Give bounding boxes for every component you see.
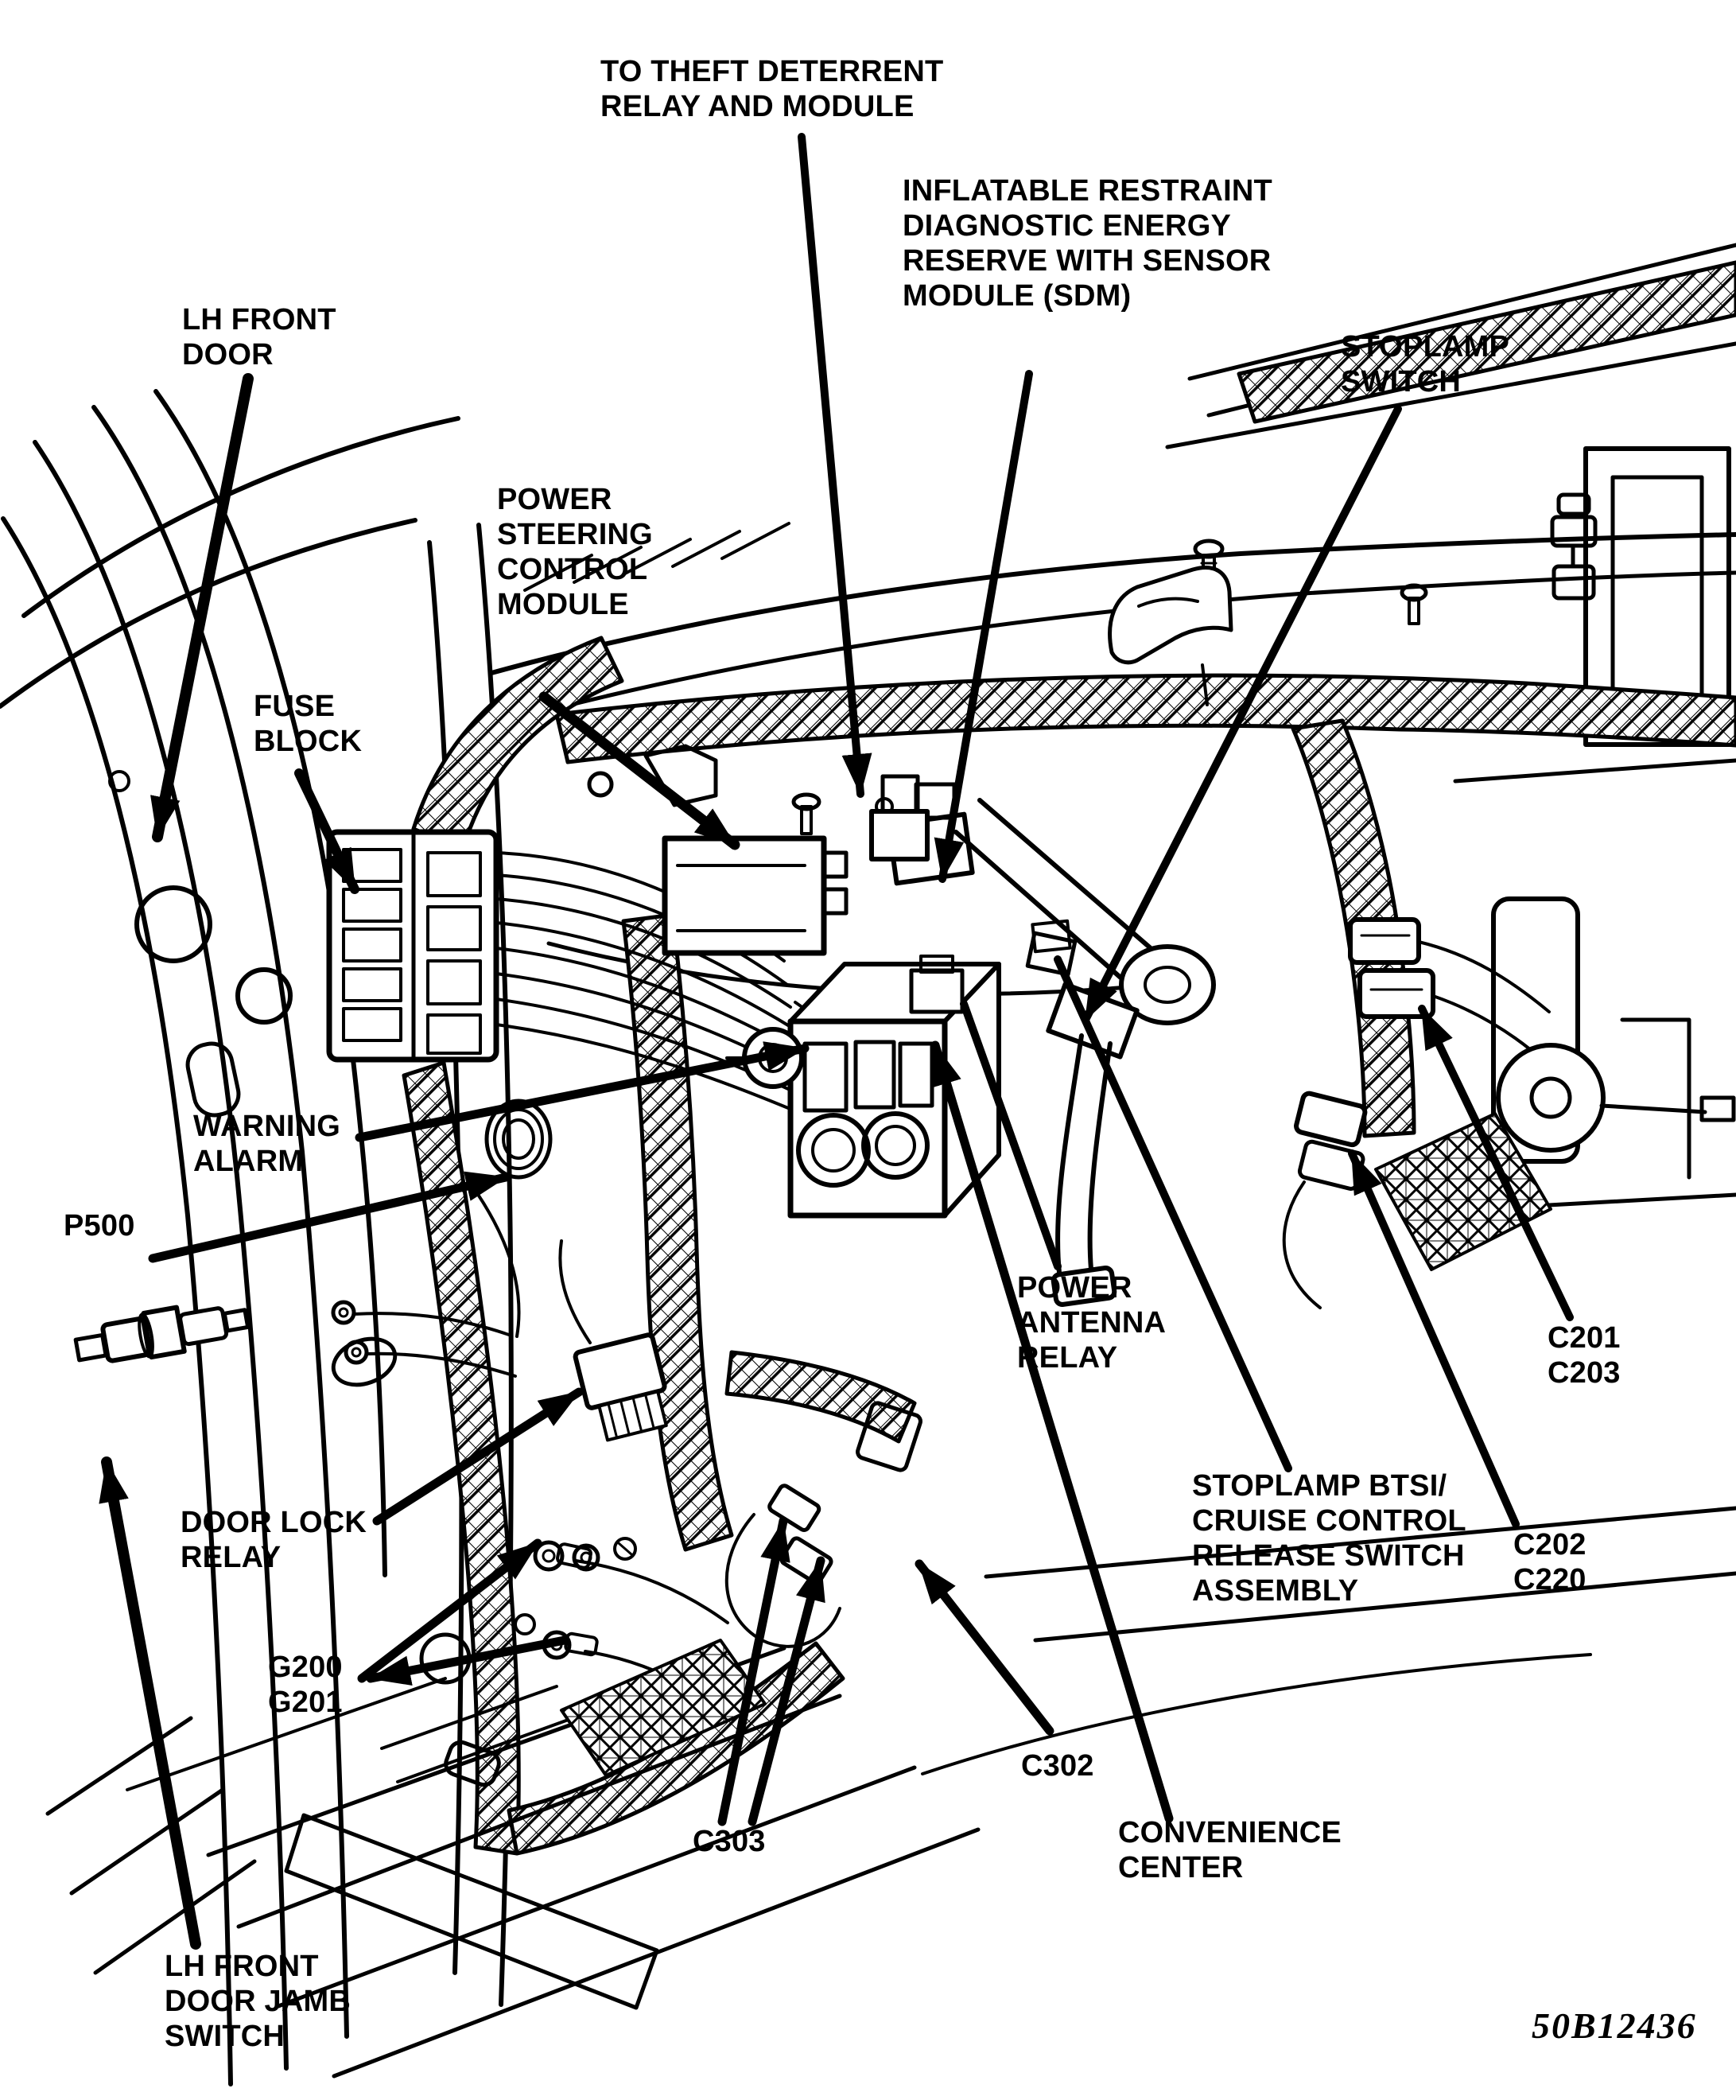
floor-sill-drawing (126, 1639, 981, 2079)
label-door-jamb-switch: LH FRONT DOOR JAMB SWITCH (165, 1950, 351, 2053)
ground-terminals-drawing (514, 1537, 729, 1705)
theft-deterrent-arrow (798, 133, 872, 798)
sdm-arrow (934, 370, 1033, 883)
power-antenna-relay-drawing (909, 955, 965, 1014)
label-lh-front-door: LH FRONT DOOR (182, 303, 336, 371)
label-door-lock-relay: DOOR LOCK RELAY (181, 1506, 367, 1574)
label-g200-g201: G200 G201 (268, 1651, 343, 1719)
g200-g201-arrow-2 (366, 1635, 569, 1686)
label-sdm: INFLATABLE RESTRAINT DIAGNOSTIC ENERGY R… (903, 174, 1272, 313)
door-jamb-switch-arrow (99, 1456, 201, 1950)
power-antenna-relay-leader (960, 1000, 1062, 1270)
label-stoplamp-btsi: STOPLAMP BTSI/ CRUISE CONTROL RELEASE SW… (1192, 1469, 1466, 1608)
door-pigtail-wires-drawing (331, 1300, 517, 1378)
label-fuse-block: FUSE BLOCK (254, 690, 363, 758)
door-lock-relay-arrow (372, 1387, 584, 1526)
convenience-center-arrow (930, 1040, 1174, 1823)
g200-g201-arrow-1 (357, 1538, 542, 1683)
c202-c220-connectors-drawing (1282, 1091, 1552, 1309)
lh-front-door-arrow (150, 373, 254, 842)
power-steering-arrow (538, 691, 740, 850)
c302-arrow (915, 1559, 1054, 1736)
horn-drawing (1496, 1017, 1736, 1180)
screw-icons (1193, 492, 1598, 625)
c303-arrow-2 (748, 1556, 825, 1826)
label-stoplamp-switch: STOPLAMP SWITCH (1341, 330, 1510, 399)
cowl-drawing (1165, 243, 1736, 449)
label-c302: C302 (1021, 1749, 1094, 1783)
label-c303: C303 (693, 1825, 766, 1858)
harness-clip-drawing (1108, 566, 1233, 706)
warning-alarm-arrow (355, 1041, 810, 1142)
figure-number: 50B12436 (1532, 2005, 1697, 2046)
door-lock-relay-drawing (558, 1239, 668, 1442)
label-p500: P500 (64, 1209, 135, 1242)
label-convenience-center: CONVENIENCE CENTER (1118, 1816, 1342, 1884)
label-c201-c203: C201 C203 (1548, 1321, 1621, 1390)
door-jamb-switch-drawing (73, 1305, 250, 1363)
theft-deterrent-connector-drawing (791, 774, 930, 861)
c303-arrow-1 (717, 1516, 790, 1826)
convenience-center-drawing (787, 962, 1001, 1219)
label-c202-c220: C202 C220 (1513, 1528, 1586, 1596)
p500-arrow (148, 1171, 511, 1263)
c201-c203-arrow (1418, 1005, 1574, 1321)
stoplamp-switch-arrow (1082, 405, 1402, 1024)
c202-c220-arrow (1348, 1149, 1520, 1528)
label-theft-deterrent: TO THEFT DETERRENT RELAY AND MODULE (600, 55, 944, 123)
label-power-steering: POWER STEERING CONTROL MODULE (497, 483, 653, 621)
label-power-antenna-relay: POWER ANTENNA RELAY (1017, 1271, 1167, 1375)
fuse-block-arrow (294, 768, 359, 894)
label-warning-alarm: WARNING ALARM (193, 1110, 341, 1178)
power-steering-module-drawing (587, 744, 849, 956)
stoplamp-btsi-leader (1054, 955, 1292, 1472)
leader-arrows (99, 133, 1574, 1950)
